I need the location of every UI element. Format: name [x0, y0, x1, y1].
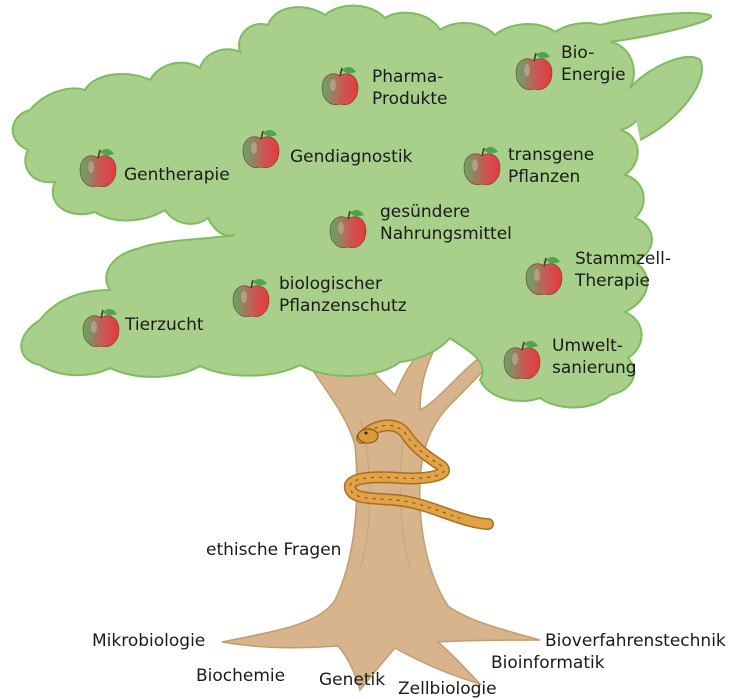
apple-label-line: Energie [561, 65, 626, 85]
root-label-bioverfahrenstechnik: Bioverfahrenstechnik [545, 631, 726, 651]
apple-label-line: gesündere [380, 202, 470, 222]
apple-label-line: Tierzucht [124, 315, 204, 335]
apple-label-line: Pharma- [372, 67, 443, 87]
apple-label-gentherapie: Gentherapie [124, 165, 230, 185]
apple-label-line: Therapie [574, 271, 650, 291]
apple-label-line: Stammzell- [575, 249, 671, 269]
apple-label-line: Gentherapie [124, 165, 230, 185]
apple-label-line: Bio- [561, 43, 594, 63]
apple-label-line: Produkte [372, 89, 448, 109]
apple-label-line: Pflanzen [508, 167, 580, 187]
root-label-biochemie: Biochemie [196, 666, 285, 686]
apple-label-line: Gendiagnostik [290, 147, 413, 167]
apple-label-line: Pflanzenschutz [279, 296, 407, 316]
root-label-genetik: Genetik [319, 670, 385, 690]
root-label-bioinformatik: Bioinformatik [491, 653, 605, 673]
apple-label-line: transgene [508, 145, 594, 165]
apple-label-line: Nahrungsmittel [380, 224, 512, 244]
trunk-label: ethische Fragen [206, 540, 341, 560]
apple-item-umwelt-sanierung: Umwelt-sanierung [504, 336, 637, 379]
apple-label-tierzucht: Tierzucht [124, 315, 204, 335]
apple-label-gendiagnostik: Gendiagnostik [290, 147, 413, 167]
apple-label-line: Umwelt- [552, 336, 623, 356]
root-label-zellbiologie: Zellbiologie [398, 679, 497, 699]
apple-label-line: sanierung [552, 358, 637, 378]
apple-label-line: biologischer [279, 274, 382, 294]
root-label-mikrobiologie: Mikrobiologie [92, 631, 205, 651]
